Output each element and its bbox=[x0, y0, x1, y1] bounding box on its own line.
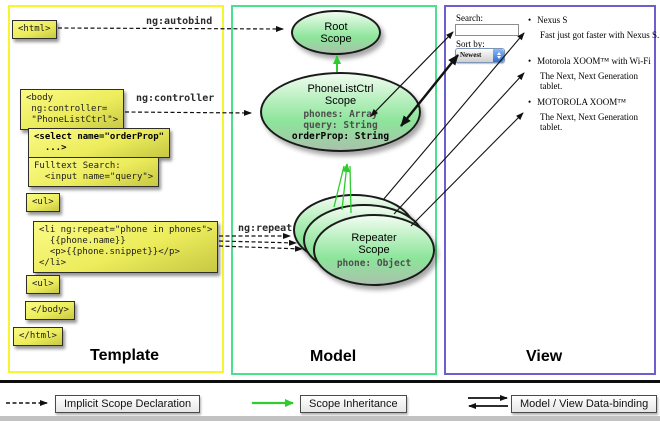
phone-item-title-text: Nexus S bbox=[537, 15, 568, 25]
template-panel-title: Template bbox=[90, 347, 160, 364]
template-panel bbox=[8, 5, 224, 373]
code-body-open: <body ng:controller= "PhoneListCtrl"> bbox=[20, 89, 125, 130]
root-scope-ellipse: Root Scope bbox=[291, 10, 381, 55]
root-scope-title: Root Scope bbox=[320, 20, 352, 45]
bullet-icon bbox=[528, 56, 537, 66]
phonelistctrl-scope-orderprop: orderProp: String bbox=[291, 130, 390, 142]
label-ng-controller: ng:controller bbox=[136, 93, 215, 104]
code-body-close: </body> bbox=[25, 301, 75, 320]
label-ng-repeat: ng:repeat bbox=[238, 223, 293, 234]
code-html-close: </html> bbox=[13, 327, 63, 346]
bullet-icon bbox=[528, 97, 537, 107]
legend-model-view-databinding: Model / View Data-binding bbox=[511, 395, 658, 413]
repeater-scope-ellipse-front: Repeater Scope phone: Object bbox=[313, 214, 435, 286]
code-html-open: <html> bbox=[12, 20, 57, 39]
label-ng-autobind: ng:autobind bbox=[146, 16, 213, 27]
dropdown-stepper-icon bbox=[493, 49, 504, 62]
phonelistctrl-scope-ellipse: PhoneListCtrl Scope phones: Array query:… bbox=[260, 72, 421, 152]
code-select-orderprop: <select name="orderProp" ...> bbox=[28, 128, 171, 158]
phone-item-desc: The Next, Next Generation tablet. bbox=[540, 112, 638, 132]
repeater-scope-title: Repeater Scope bbox=[351, 231, 397, 256]
legend-scope-inheritance: Scope Inheritance bbox=[300, 395, 407, 413]
phonelistctrl-scope-props: phones: Array query: String bbox=[303, 108, 378, 131]
phone-item-desc: Fast just got faster with Nexus S. bbox=[540, 30, 660, 40]
bottom-edge-strip bbox=[0, 416, 660, 421]
phonelistctrl-scope-title: PhoneListCtrl Scope bbox=[307, 82, 374, 107]
search-label: Search: bbox=[456, 13, 483, 23]
view-panel-title: View bbox=[526, 348, 563, 365]
legend-implicit-scope-declaration: Implicit Scope Declaration bbox=[55, 395, 201, 413]
sort-dropdown[interactable]: Newest bbox=[455, 48, 505, 63]
code-fulltext-search: Fulltext Search: <input name="query"> bbox=[28, 157, 160, 187]
model-panel bbox=[231, 5, 437, 375]
bullet-icon bbox=[528, 15, 537, 25]
repeater-scope-prop: phone: Object bbox=[336, 257, 412, 269]
model-panel-title: Model bbox=[310, 348, 357, 365]
phone-item-title: Nexus S bbox=[528, 15, 567, 25]
legend-separator-line bbox=[0, 380, 660, 383]
phone-item-title-text: MOTOROLA XOOM™ bbox=[537, 97, 627, 107]
phone-item-title-text: Motorola XOOM™ with Wi-Fi bbox=[537, 56, 651, 66]
phone-item-title: Motorola XOOM™ with Wi-Fi bbox=[528, 56, 651, 66]
phone-item-desc: The Next, Next Generation tablet. bbox=[540, 71, 638, 91]
phone-item-title: MOTOROLA XOOM™ bbox=[528, 97, 626, 107]
search-input[interactable] bbox=[455, 24, 519, 36]
code-ul-open: <ul> bbox=[26, 193, 60, 212]
code-li-repeat: <li ng:repeat="phone in phones"> {{phone… bbox=[33, 221, 219, 273]
code-ul-close: <ul> bbox=[26, 275, 60, 294]
